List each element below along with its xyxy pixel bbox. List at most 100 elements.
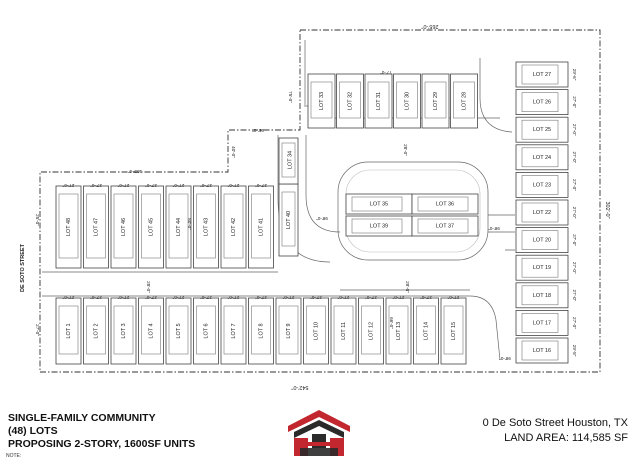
lot-width-dim: 27'-0" — [145, 183, 157, 188]
lot-width-dim: 27'-0" — [572, 151, 577, 163]
lot: LOT 24 27'-0" — [515, 144, 577, 171]
building-footprint — [351, 218, 403, 234]
building-footprint — [521, 257, 559, 278]
lot-width-dim: 27'-0" — [117, 295, 129, 300]
building-footprint — [388, 305, 409, 355]
lot-label: LOT 9 — [286, 323, 292, 338]
unit-proposal: PROPOSING 2-STORY, 1600SF UNITS — [8, 438, 196, 450]
building-footprint — [521, 313, 559, 333]
dim-top-left-vert: 75'-0" — [288, 91, 293, 103]
lot-label: LOT 48 — [66, 218, 72, 236]
lot-width-dim: 27'-0" — [572, 234, 577, 246]
dim-notch-horiz: 95'-0" — [252, 128, 264, 133]
building-footprint — [310, 81, 333, 119]
building-footprint — [281, 191, 296, 247]
lot-label: LOT 47 — [93, 218, 99, 236]
dim-lot-depth-small: 66'-0" — [389, 317, 394, 329]
lot: LOT 727'-0" — [220, 295, 247, 365]
building-footprint — [278, 305, 299, 355]
lot: LOT 20 27'-0" — [515, 227, 577, 254]
lot: LOT 40 — [278, 183, 299, 257]
dim-lot-depth: 80'-0" — [187, 218, 192, 230]
land-area: LAND AREA: 114,585 SF — [504, 432, 628, 444]
lot-label: LOT 4 — [148, 323, 154, 338]
lot: LOT 227'-0" — [83, 295, 109, 365]
dim-left-edge: 25'-0" — [35, 214, 40, 226]
lot-width-dim: 27'-0" — [145, 295, 157, 300]
lot-label: LOT 20 — [533, 238, 551, 244]
dimensions: 265'-0" 302'-0" 542'-0" 105'-0" 75'-0" 9… — [35, 23, 610, 390]
lot-label: LOT 44 — [176, 218, 182, 236]
lot-width-dim: 27'-0" — [392, 295, 404, 300]
lot: LOT 37 — [411, 215, 479, 237]
lot: LOT 527'-0" — [165, 295, 192, 365]
building-footprint — [86, 305, 106, 355]
building-footprint — [251, 305, 271, 355]
lot-label: LOT 19 — [533, 265, 551, 271]
lot-width-dim: 27'-0" — [572, 289, 577, 301]
building-footprint — [113, 305, 134, 355]
building-footprint — [168, 305, 189, 355]
lot-width-dim: 27'-0" — [172, 183, 184, 188]
lot-label: LOT 43 — [203, 218, 209, 236]
building-footprint — [443, 305, 464, 355]
building-footprint — [223, 305, 244, 355]
lot-34: LOT 34 — [278, 137, 299, 185]
lot-label: LOT 7 — [231, 323, 237, 338]
building-footprint — [521, 340, 559, 361]
lot: LOT 927'-0" — [275, 295, 302, 365]
lot-label: LOT 32 — [347, 92, 353, 110]
lot-label: LOT 29 — [433, 92, 439, 110]
lot: LOT 44 27'-0" — [165, 183, 192, 269]
lot-label: LOT 8 — [258, 323, 264, 338]
lot-label: LOT 34 — [287, 151, 293, 169]
lot-width-dim: 27'-0" — [310, 295, 322, 300]
bottom-lots: LOT 127'-0"LOT 227'-0"LOT 327'-0"LOT 427… — [55, 295, 467, 365]
building-footprint — [424, 81, 447, 119]
lot: LOT 32 — [336, 73, 364, 129]
lot-width-dim: 27'-0" — [447, 295, 459, 300]
lot-label: LOT 13 — [396, 322, 402, 340]
building-footprint — [306, 305, 326, 355]
lot-label: LOT 35 — [370, 201, 388, 207]
title-block: SINGLE-FAMILY COMMUNITY (48) LOTS PROPOS… — [0, 400, 640, 460]
lot: LOT 31 — [364, 73, 393, 129]
lot-width-dim: 27'-0" — [572, 317, 577, 329]
building-footprint — [417, 218, 469, 234]
dim-center-left: 98'-0" — [316, 216, 328, 221]
building-footprint — [223, 193, 244, 259]
building-footprint — [367, 81, 390, 119]
lot-width-dim: 27'-0" — [337, 295, 349, 300]
lot-label: LOT 5 — [176, 323, 182, 338]
lot-width-dim: 27'-0" — [200, 295, 212, 300]
company-logo — [288, 410, 350, 456]
building-footprint — [521, 175, 559, 195]
dim-left-top: 105'-0" — [128, 169, 143, 174]
building-footprint — [361, 305, 381, 355]
lot-label: LOT 24 — [533, 155, 551, 161]
lot-width-dim: 27'-0" — [572, 207, 577, 219]
dim-bottom: 542'-0" — [291, 384, 308, 390]
lot: LOT 36 — [411, 193, 479, 215]
building-footprint — [521, 285, 559, 306]
lot-label: LOT 2 — [93, 323, 99, 338]
building-footprint — [521, 202, 559, 223]
dim-road-mid: 28'-0" — [405, 281, 410, 293]
lot-label: LOT 6 — [203, 323, 209, 338]
dim-bottom-right-98: 98'-0" — [499, 356, 511, 361]
lot-label: LOT 33 — [319, 92, 325, 110]
lot: LOT 15 27'-0" — [440, 295, 467, 365]
building-footprint — [58, 193, 79, 259]
lot-label: LOT 15 — [451, 322, 457, 340]
